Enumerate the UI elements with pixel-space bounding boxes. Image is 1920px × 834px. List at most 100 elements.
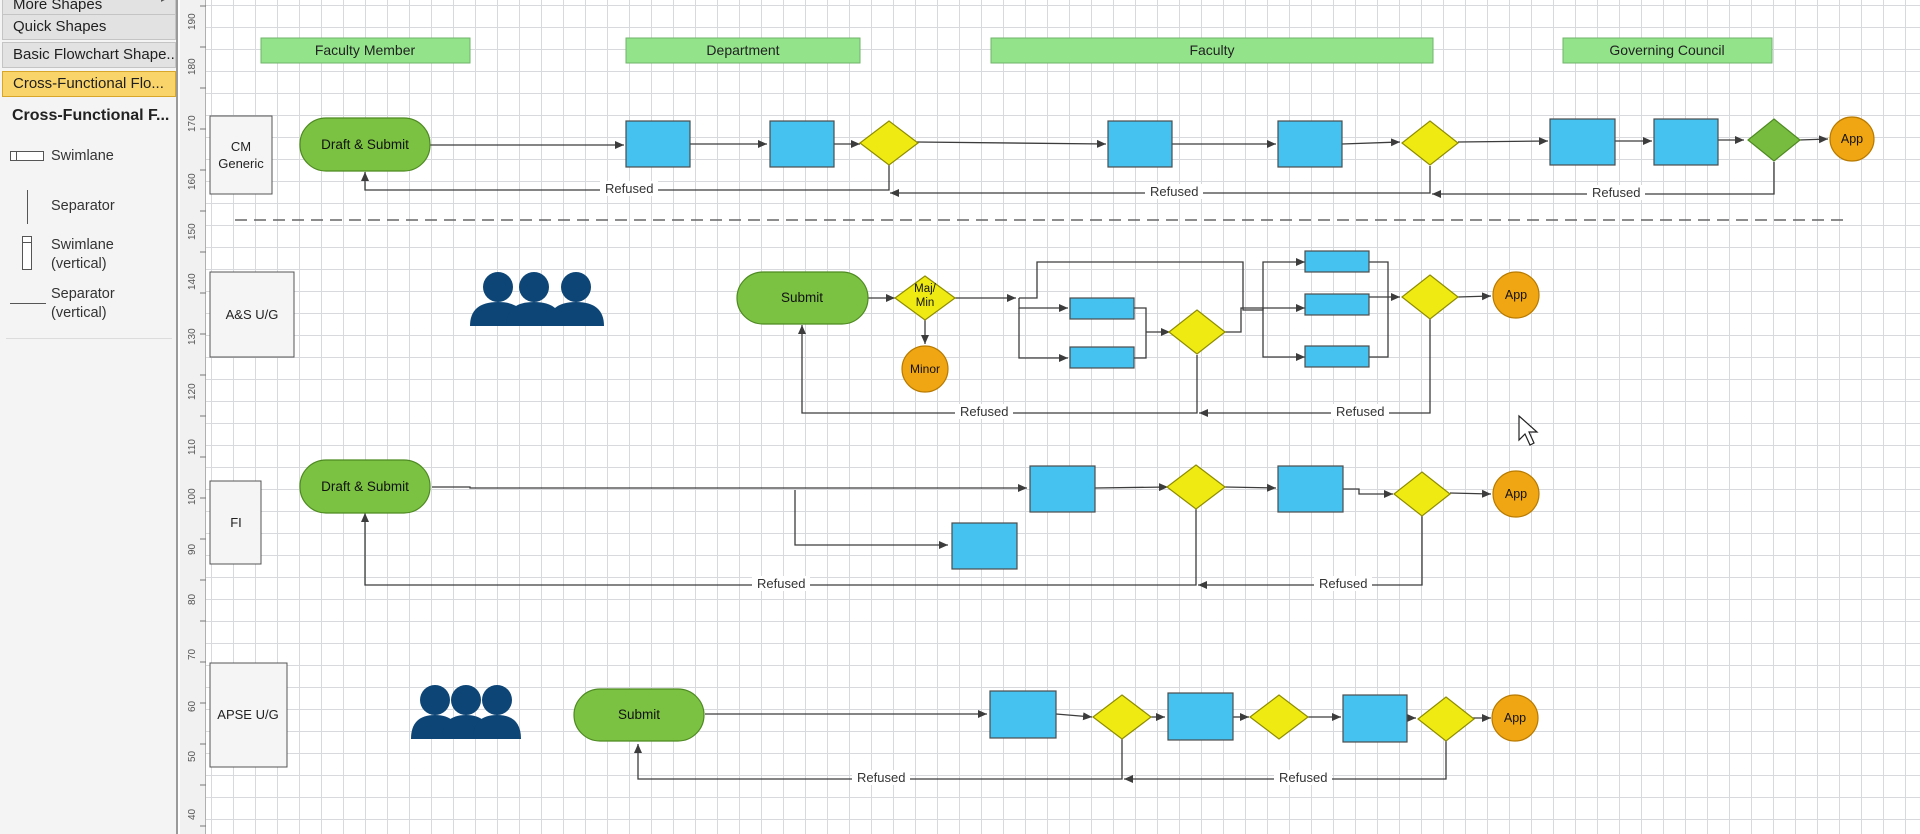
- terminal-draft-submit[interactable]: [299, 459, 431, 514]
- process-box[interactable]: [951, 522, 1018, 570]
- separator-icon[interactable]: [27, 190, 28, 224]
- chevron-right-icon[interactable]: ▸: [161, 0, 166, 5]
- process-box[interactable]: [1069, 297, 1135, 320]
- ruler-tick: 130: [187, 328, 198, 345]
- decision-diamond[interactable]: [1092, 694, 1152, 740]
- refused-label: Refused: [1279, 770, 1327, 785]
- decision-diamond[interactable]: [1166, 464, 1226, 510]
- process-box[interactable]: [769, 120, 835, 168]
- stencil-separator-vertical[interactable]: Separator (vertical): [51, 286, 115, 321]
- phase-faculty[interactable]: [990, 37, 1434, 64]
- refused-label: Refused: [605, 181, 653, 196]
- terminal-submit[interactable]: [573, 688, 705, 742]
- process-box[interactable]: [625, 120, 691, 168]
- stencil-swimlane-vertical[interactable]: Swimlane (vertical): [51, 237, 114, 272]
- shapes: [299, 116, 1875, 743]
- ruler-tick: 60: [187, 700, 198, 712]
- process-box[interactable]: [1277, 465, 1344, 513]
- app-circle[interactable]: [1492, 271, 1540, 319]
- ruler-tick: 50: [187, 750, 198, 762]
- process-box[interactable]: [1304, 345, 1370, 368]
- category-basic-flowchart[interactable]: Basic Flowchart Shape...: [2, 42, 176, 68]
- process-box[interactable]: [1029, 465, 1096, 513]
- terminal-label: Submit: [618, 707, 660, 722]
- lane-label-fi: FI: [230, 515, 242, 530]
- refused-label: Refused: [960, 404, 1008, 419]
- people-icon: [411, 685, 521, 739]
- phase-governing-council[interactable]: [1562, 37, 1773, 64]
- panel-divider: [6, 338, 172, 339]
- process-box[interactable]: [989, 690, 1057, 739]
- process-box[interactable]: [1107, 120, 1173, 168]
- process-box[interactable]: [1167, 692, 1234, 741]
- app-circle[interactable]: [1491, 694, 1539, 742]
- refused-label: Refused: [1592, 185, 1640, 200]
- minor-circle[interactable]: [901, 345, 949, 393]
- process-box[interactable]: [1549, 118, 1616, 166]
- ruler-tick: 70: [187, 648, 198, 660]
- app-circle[interactable]: [1829, 116, 1875, 162]
- phase-label: Governing Council: [1609, 42, 1724, 58]
- ruler-tick: 80: [187, 593, 198, 605]
- process-box[interactable]: [1069, 346, 1135, 369]
- ruler-tick: 160: [187, 173, 198, 190]
- shapes-panel: More Shapes Quick Shapes Basic Flowchart…: [0, 0, 178, 834]
- connectors: [361, 135, 1829, 783]
- refused-label: Refused: [857, 770, 905, 785]
- stencil-swimlane[interactable]: Swimlane: [51, 148, 114, 164]
- mouse-cursor-icon: [1518, 414, 1539, 446]
- decision-diamond[interactable]: [1393, 471, 1451, 517]
- lane-box-fi[interactable]: [209, 480, 262, 565]
- stencil-separator[interactable]: Separator: [51, 198, 115, 214]
- phase-headers: Faculty Member Department Faculty Govern…: [260, 37, 1773, 64]
- process-box[interactable]: [1653, 118, 1719, 166]
- terminal-label: Draft & Submit: [321, 479, 409, 494]
- app-label: App: [1504, 711, 1526, 725]
- refused-labels: Refused Refused Refused Refused Refused …: [600, 181, 1645, 785]
- app-label: App: [1505, 487, 1527, 501]
- decision-maj-min[interactable]: [893, 275, 957, 321]
- shape-texts: Draft & Submit App Submit Maj/Min Minor …: [321, 132, 1863, 725]
- ruler-tick: 110: [187, 439, 198, 455]
- lane-label-as-ug: A&S U/G: [226, 307, 279, 322]
- phase-label: Faculty: [1189, 42, 1234, 58]
- process-box[interactable]: [1304, 250, 1370, 273]
- app-circle[interactable]: [1492, 470, 1540, 518]
- phase-faculty-member[interactable]: [260, 37, 471, 64]
- process-box[interactable]: [1277, 120, 1343, 168]
- terminal-submit[interactable]: [736, 271, 869, 325]
- lane-box-cm-generic[interactable]: [209, 115, 273, 195]
- approve-decision-diamond[interactable]: [1747, 118, 1801, 162]
- vertical-ruler: 190 180 170 160 150 140 130 120 110 100 …: [180, 0, 206, 834]
- swimlane-vertical-icon[interactable]: [22, 236, 32, 270]
- process-box[interactable]: [1304, 293, 1370, 316]
- lane-box-apse-ug[interactable]: [209, 662, 288, 768]
- phase-department[interactable]: [625, 37, 861, 64]
- category-cross-functional[interactable]: Cross-Functional Flo...: [2, 71, 176, 97]
- refused-label: Refused: [1150, 184, 1198, 199]
- category-label: Quick Shapes: [13, 18, 107, 35]
- separator-vertical-icon[interactable]: [10, 303, 46, 304]
- decision-diamond[interactable]: [1417, 696, 1475, 742]
- ruler-tick: 120: [187, 383, 198, 400]
- decision-diamond[interactable]: [1401, 274, 1459, 320]
- category-label: Basic Flowchart Shape...: [13, 46, 176, 63]
- decision-diamond[interactable]: [859, 120, 919, 166]
- category-quick-shapes[interactable]: Quick Shapes: [2, 14, 176, 40]
- refused-label: Refused: [1319, 576, 1367, 591]
- decision-diamond[interactable]: [1249, 694, 1309, 740]
- decision-diamond[interactable]: [1401, 120, 1459, 166]
- decision-diamond[interactable]: [1168, 309, 1226, 355]
- swimlane-icon[interactable]: [10, 151, 44, 161]
- ruler-tick: 40: [187, 808, 198, 820]
- terminal-draft-submit[interactable]: [299, 117, 431, 172]
- process-box[interactable]: [1342, 694, 1408, 743]
- refused-label: Refused: [1336, 404, 1384, 419]
- lane-box-as-ug[interactable]: [209, 271, 295, 358]
- ruler-tick: 140: [187, 273, 198, 290]
- terminal-label: Submit: [781, 290, 823, 305]
- app-label: App: [1841, 132, 1863, 146]
